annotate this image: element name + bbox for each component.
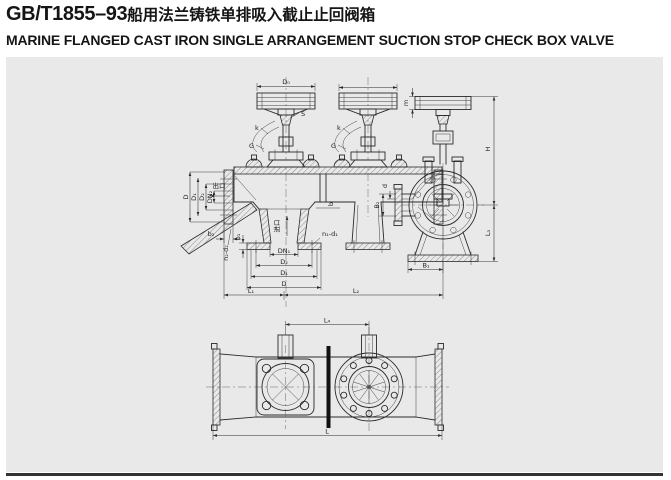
dim-inlet-bore: DN₁: [278, 247, 291, 255]
gland-block: [432, 130, 454, 145]
stem-nut: [279, 114, 293, 126]
page-header: GB/T1855–93船用法兰铸铁单排吸入截止止回阀箱 MARINE FLANG…: [6, 2, 666, 50]
title-line-cn: GB/T1855–93船用法兰铸铁单排吸入截止止回阀箱: [6, 2, 666, 28]
dim-inlet-bolt-circle: D₁: [280, 269, 288, 277]
dim-stub-boss: B₂: [373, 201, 381, 208]
dim-stem-flat: S: [301, 110, 305, 118]
dim-rim-height: m: [402, 100, 410, 106]
dim-total-height: H: [484, 146, 492, 151]
valve1: D₀ S k G: [249, 78, 316, 168]
dim-outlet-face: D₂: [198, 193, 206, 201]
dim-inlet-od: D: [281, 280, 286, 288]
support-foot: [345, 201, 391, 253]
valve2: k G: [331, 84, 398, 168]
chest-top-plate: [233, 166, 443, 175]
dim-length-right: L₂: [353, 287, 360, 295]
dim-outlet-thickness: b₂: [208, 230, 215, 238]
dim-outlet-holes: n₂-d₂: [222, 245, 230, 261]
side-stub: d B₂: [373, 184, 416, 226]
section-cut-bar: [326, 346, 331, 428]
inlet-funnel: 进口: [233, 201, 443, 253]
side-foot: B₁: [407, 231, 479, 273]
front-view: D₀ S k G: [180, 77, 447, 307]
dim-wall-thickness: b: [327, 202, 335, 206]
plan-view: L₄ L: [206, 317, 449, 440]
dim-base-half-width: B₁: [422, 262, 429, 270]
dim-valve-spacing: L₄: [324, 317, 331, 325]
drawing-panel: D₀ S k G: [6, 57, 663, 472]
dim-overall-length: L: [325, 428, 329, 436]
length-dims: L₁ L₂: [223, 225, 444, 300]
dim-gland-1: G: [249, 142, 254, 150]
height-dims: H L₃: [471, 96, 498, 262]
flange-face: [408, 170, 478, 240]
plan-flange-right: [434, 348, 443, 426]
dim-center-to-base: L₃: [484, 229, 492, 236]
bottom-rule: [6, 473, 663, 476]
dim-inlet-face: D₂: [280, 258, 288, 266]
dim-bridge-2: k: [337, 124, 341, 132]
dim-outlet-bolt-circle: D₁: [190, 193, 198, 201]
dim-handwheel-dia: D₀: [282, 78, 290, 86]
dim-gland-2: G: [331, 142, 336, 150]
inlet-flange-right: [297, 242, 322, 250]
plan-flange-left: [212, 348, 221, 426]
outlet-flow-label: 出口: [213, 181, 226, 190]
check-covers: [245, 154, 408, 168]
title-standard-number: GB/T1855–93: [6, 3, 128, 25]
dim-stub-bore: d: [381, 184, 389, 188]
right-end-flange: [411, 169, 447, 225]
title-english: MARINE FLANGED CAST IRON SINGLE ARRANGEM…: [6, 32, 614, 48]
dim-inlet-thickness: b₁: [234, 233, 242, 240]
side-view: m: [373, 88, 498, 273]
round-cover: [334, 352, 404, 422]
dim-length-left: L₁: [248, 287, 255, 295]
dim-outlet-od: D: [182, 194, 190, 199]
technical-drawing: D₀ S k G: [180, 77, 498, 440]
title-chinese: 船用法兰铸铁单排吸入截止止回阀箱: [127, 7, 376, 24]
dim-bridge-1: k: [255, 124, 259, 132]
inlet-dims: DN₁ D₂ D₁ D b₁ n: [234, 230, 338, 290]
dim-outlet-bore: DN₂: [206, 190, 214, 203]
dim-inlet-holes: n₁-d₁: [322, 230, 338, 238]
outlet-flange: 出口 D D₁ D₂ DN₂: [180, 169, 258, 261]
inlet-flow-label: 进口: [273, 220, 281, 233]
handwheel-side: [414, 96, 472, 110]
square-cover: [256, 345, 315, 429]
inlet-flange-left: [246, 242, 271, 250]
